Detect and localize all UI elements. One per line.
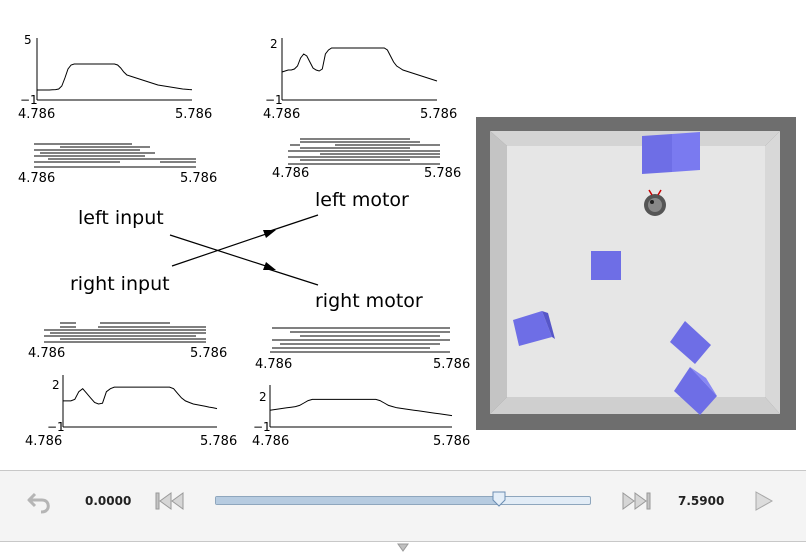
undo-icon <box>27 492 50 514</box>
block <box>591 251 621 280</box>
plot-top-left-xmax: 5.786 <box>175 107 212 122</box>
time-slider-thumb[interactable] <box>492 491 506 507</box>
sensor-motor-diagram: left input right input left motor right … <box>70 189 423 312</box>
plot-bottom-right: 2 −1 4.786 5.786 <box>252 385 470 449</box>
plot-top-left-ymax: 5 <box>24 33 32 47</box>
play-button[interactable] <box>753 490 775 512</box>
raster-bottom-right: 4.786 5.786 <box>255 327 470 372</box>
plot-bottom-right-ymax: 2 <box>259 390 267 404</box>
forward-button[interactable] <box>620 491 652 511</box>
plot-top-left-ymin: −1 <box>20 93 38 107</box>
left-input-label: left input <box>78 207 164 229</box>
scene: 5 −1 4.786 5.786 2 −1 4.786 5.786 4.786 … <box>18 33 796 449</box>
undo-button[interactable] <box>26 488 54 514</box>
raster-bottom-left-xmax: 5.786 <box>190 346 227 361</box>
block <box>674 367 717 415</box>
right-motor-label: right motor <box>315 290 423 312</box>
collapse-button[interactable] <box>397 538 409 552</box>
plot-bottom-left-ymax: 2 <box>52 378 60 392</box>
raster-bottom-left-xmin: 4.786 <box>28 346 65 361</box>
start-time: 0.0000 <box>85 494 132 508</box>
left-motor-label: left motor <box>315 189 409 211</box>
raster-top-left-xmin: 4.786 <box>18 171 55 186</box>
block <box>513 311 555 346</box>
plot-bottom-right-xmax: 5.786 <box>433 434 470 449</box>
plot-top-right-ymin: −1 <box>265 93 283 107</box>
play-icon <box>755 491 774 511</box>
raster-top-right-xmax: 5.786 <box>424 166 461 181</box>
robot <box>644 189 666 216</box>
plot-bottom-left-xmax: 5.786 <box>200 434 237 449</box>
plot-top-right-line <box>281 47 438 82</box>
plot-top-left-line <box>37 63 193 91</box>
playback-panel: 0.0000 7.5900 <box>0 470 806 542</box>
raster-top-left-xmax: 5.786 <box>180 171 217 186</box>
rewind-button[interactable] <box>154 491 186 511</box>
block <box>670 321 711 364</box>
plot-top-left: 5 −1 4.786 5.786 <box>18 33 212 122</box>
plot-bottom-right-ymin: −1 <box>253 420 271 434</box>
plot-bottom-left: 2 −1 4.786 5.786 <box>25 375 237 449</box>
time-slider-fill <box>216 497 501 504</box>
raster-top-left: 4.786 5.786 <box>18 143 217 186</box>
raster-top-right: 4.786 5.786 <box>272 138 461 181</box>
raster-bottom-right-xmin: 4.786 <box>255 357 292 372</box>
plot-bottom-left-line <box>63 386 218 410</box>
plot-top-right-xmax: 5.786 <box>420 107 457 122</box>
plot-bottom-left-ymin: −1 <box>47 420 65 434</box>
time-slider[interactable] <box>215 496 591 505</box>
plot-top-left-xmin: 4.786 <box>18 107 55 122</box>
plot-top-right: 2 −1 4.786 5.786 <box>263 37 457 122</box>
end-time: 7.5900 <box>678 494 725 508</box>
skip-forward-icon <box>622 492 651 510</box>
arena-view <box>476 117 796 430</box>
plot-bottom-right-line <box>269 398 453 417</box>
plot-bottom-right-xmin: 4.786 <box>252 434 289 449</box>
block <box>642 132 700 174</box>
plot-top-right-xmin: 4.786 <box>263 107 300 122</box>
raster-top-right-xmin: 4.786 <box>272 166 309 181</box>
raster-bottom-right-xmax: 5.786 <box>433 357 470 372</box>
raster-bottom-left: 4.786 5.786 <box>28 322 227 361</box>
arena-floor <box>507 146 765 397</box>
collapse-arrow-icon <box>397 543 409 552</box>
plot-top-right-ymax: 2 <box>270 37 278 51</box>
plot-bottom-left-xmin: 4.786 <box>25 434 62 449</box>
right-input-label: right input <box>70 273 170 295</box>
skip-back-icon <box>155 492 184 510</box>
